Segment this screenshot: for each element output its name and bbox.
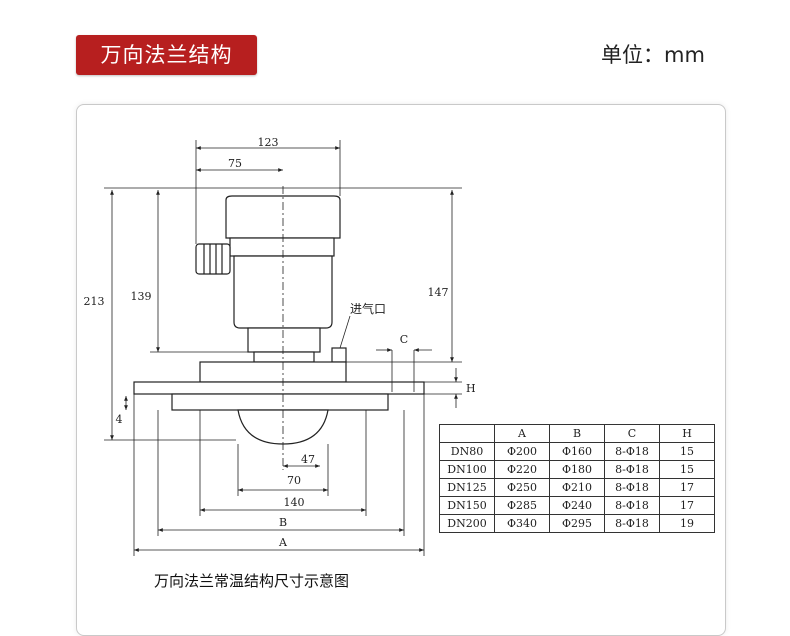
inlet-fitting (331, 347, 347, 363)
spec-cell: 17 (659, 496, 715, 515)
dim-b-label: B (279, 516, 287, 529)
dim-h-label: H (466, 382, 476, 395)
diagram-panel (76, 104, 726, 636)
dim-a-label: A (278, 536, 288, 549)
spec-table: A B C H DN80 Φ200 Φ160 8-Φ18 15 DN100 Φ2… (439, 424, 715, 533)
spec-header-cell: A (494, 424, 550, 443)
inlet-callout: 进气口 (350, 301, 386, 316)
table-row: DN200 Φ340 Φ295 8-Φ18 19 (439, 514, 715, 533)
dim-47-label: 47 (301, 453, 315, 466)
table-row: DN150 Φ285 Φ240 8-Φ18 17 (439, 496, 715, 515)
spec-cell: 8-Φ18 (604, 514, 660, 533)
dim-123-label: 123 (258, 136, 279, 149)
flange-structure-drawing: 123 75 213 139 147 C H 4 47 70 140 B A 进… (84, 136, 476, 556)
spec-cell: Φ220 (494, 460, 550, 479)
spec-cell: Φ180 (549, 460, 605, 479)
spec-cell: Φ295 (549, 514, 605, 533)
side-connector (195, 243, 231, 275)
upper-flange (199, 361, 347, 383)
collar-ring (253, 351, 315, 363)
dim-70-label: 70 (287, 474, 301, 487)
spec-header-cell: B (549, 424, 605, 443)
spec-cell: 8-Φ18 (604, 460, 660, 479)
spec-header-cell: H (659, 424, 715, 443)
spec-cell: Φ210 (549, 478, 605, 497)
dim-147-label: 147 (428, 286, 449, 299)
dim-75-label: 75 (228, 157, 242, 170)
device-body (133, 186, 425, 470)
dim-c-label: C (400, 333, 408, 346)
table-row: DN100 Φ220 Φ180 8-Φ18 15 (439, 460, 715, 479)
dim-4-label: 4 (116, 413, 123, 426)
dimension-lines (104, 140, 462, 556)
diagram-caption: 万向法兰常温结构尺寸示意图 (154, 572, 350, 590)
spec-cell: DN125 (439, 478, 495, 497)
spec-table-header-row: A B C H (439, 424, 715, 443)
spec-cell: 15 (659, 442, 715, 461)
section-title-badge: 万向法兰结构 (76, 35, 257, 75)
spec-cell: 8-Φ18 (604, 496, 660, 515)
spec-cell: Φ200 (494, 442, 550, 461)
spec-cell: DN80 (439, 442, 495, 461)
collar (247, 327, 321, 353)
unit-label: 单位：mm (601, 43, 705, 67)
lower-flange (171, 393, 389, 411)
table-row: DN125 Φ250 Φ210 8-Φ18 17 (439, 478, 715, 497)
housing-neck (233, 255, 333, 329)
housing-body (229, 237, 335, 257)
spec-cell: 8-Φ18 (604, 442, 660, 461)
spec-header-cell (439, 424, 495, 443)
table-row: DN80 Φ200 Φ160 8-Φ18 15 (439, 442, 715, 461)
spec-cell: DN100 (439, 460, 495, 479)
housing-cap (225, 195, 341, 239)
flange-plate (133, 381, 425, 395)
spec-cell: 15 (659, 460, 715, 479)
spec-cell: 8-Φ18 (604, 478, 660, 497)
spec-cell: Φ285 (494, 496, 550, 515)
spec-cell: 17 (659, 478, 715, 497)
spec-cell: DN150 (439, 496, 495, 515)
spec-cell: DN200 (439, 514, 495, 533)
spec-cell: Φ160 (549, 442, 605, 461)
spec-cell: Φ250 (494, 478, 550, 497)
spec-cell: Φ240 (549, 496, 605, 515)
dim-213-label: 213 (84, 295, 105, 308)
dim-139-label: 139 (131, 290, 152, 303)
spec-cell: Φ340 (494, 514, 550, 533)
spec-header-cell: C (604, 424, 660, 443)
dim-140-label: 140 (284, 496, 305, 509)
dimension-labels: 123 75 213 139 147 C H 4 47 70 140 B A 进… (84, 136, 476, 549)
spec-cell: 19 (659, 514, 715, 533)
